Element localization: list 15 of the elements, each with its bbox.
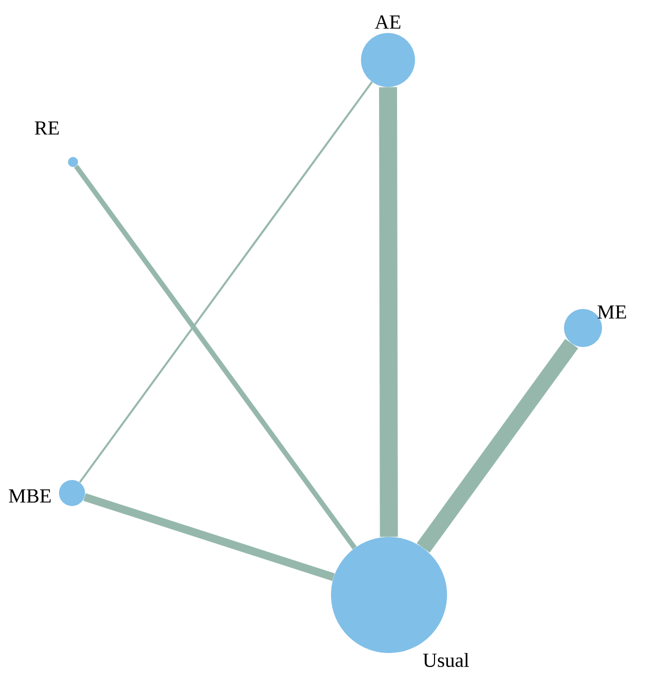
edge-line bbox=[78, 81, 373, 483]
node-label: MBE bbox=[8, 489, 51, 503]
edge-line bbox=[74, 164, 357, 550]
edge-line bbox=[379, 87, 398, 537]
network-node: MBE bbox=[8, 480, 85, 506]
edge-line bbox=[416, 338, 578, 553]
node-label: Usual bbox=[423, 652, 469, 668]
node-label: RE bbox=[34, 121, 59, 135]
network-node: Usual bbox=[331, 537, 469, 668]
network-node: AE bbox=[361, 15, 415, 87]
node-label: ME bbox=[598, 305, 626, 319]
network-node: ME bbox=[564, 305, 626, 347]
node-label: AE bbox=[374, 15, 400, 29]
edge-line bbox=[83, 493, 335, 581]
network-node: RE bbox=[34, 121, 78, 167]
